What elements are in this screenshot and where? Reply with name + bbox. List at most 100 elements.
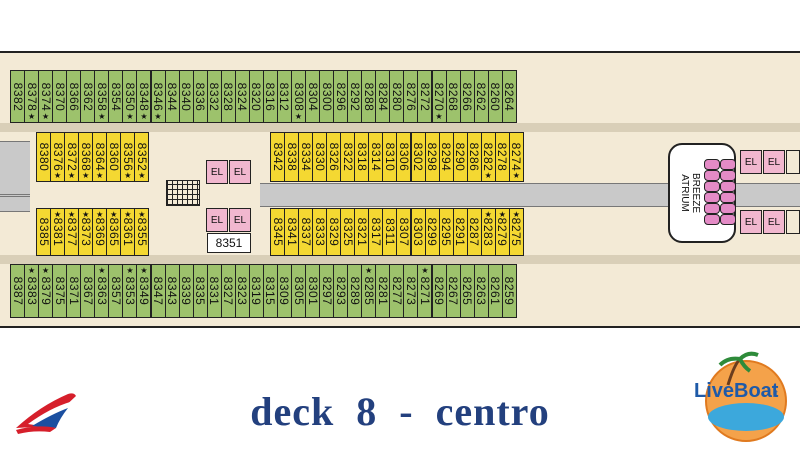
cabin-8382: 8382 [10, 70, 26, 123]
cabin-number: 8379 [38, 276, 53, 306]
balcony-star-icon: ★ [82, 171, 90, 180]
cabin-8287: 8287 [466, 208, 482, 256]
balcony-star-icon: ★ [68, 171, 76, 180]
balcony-star-icon: ★ [435, 112, 443, 121]
atrium-elevator-pod [720, 214, 736, 225]
cabin-8321: 8321 [354, 208, 370, 256]
balcony-star-icon: ★ [421, 266, 429, 275]
cabin-8294: 8294 [438, 132, 454, 182]
cabin-8302: 8302 [410, 132, 426, 182]
cabin-8379: 8379★ [38, 264, 54, 318]
cabin-number: 8273 [403, 276, 418, 306]
cabin-8325: 8325 [340, 208, 356, 256]
liveboat-wordmark: LiveBoat [694, 380, 779, 402]
cabin-number: 8315 [263, 276, 278, 306]
cabin-8370: 8370 [52, 70, 68, 123]
cabin-8343: 8343 [164, 264, 180, 318]
balcony-star-icon: ★ [96, 171, 104, 180]
lane-center [260, 183, 668, 207]
cabin-number: 8301 [305, 276, 320, 306]
cabin-8334: 8334 [298, 132, 314, 182]
cabin-8317: 8317 [368, 208, 384, 256]
balcony-star-icon: ★ [82, 210, 90, 219]
cabin-number: 8334 [298, 142, 313, 172]
balcony-star-icon: ★ [96, 210, 104, 219]
cabin-number: 8276 [403, 82, 418, 111]
cabin-number: 8371 [66, 276, 81, 306]
cabin-number: 8364 [92, 142, 107, 172]
cabin-8305: 8305 [291, 264, 307, 318]
cabin-8372: 8372★ [64, 132, 80, 182]
cabin-8261: 8261 [487, 264, 503, 318]
stairwell-icon [166, 180, 200, 206]
cabin-number: 8311 [382, 218, 397, 246]
cabin-number: 8377 [64, 217, 79, 247]
cabin-number: 8336 [193, 82, 208, 111]
balcony-star-icon: ★ [98, 266, 106, 275]
cabin-8339: 8339 [178, 264, 194, 318]
cabin-8332: 8332 [206, 70, 222, 123]
cabin-number: 8332 [207, 82, 222, 111]
cabin-number: 8372 [64, 142, 79, 172]
cabin-number: 8272 [417, 82, 432, 111]
cabin-number: 8357 [108, 276, 123, 306]
cabin-number: 8312 [277, 82, 292, 111]
cabin-8341: 8341 [284, 208, 300, 256]
cabin-number: 8326 [326, 142, 341, 172]
cabin-8350: 8350★ [122, 70, 138, 123]
cabin-number: 8361 [120, 217, 135, 247]
cabin-8336: 8336 [192, 70, 208, 123]
cabin-number: 8285 [361, 276, 376, 306]
cabin-number: 8260 [488, 82, 503, 111]
cabin-number: 8286 [467, 142, 482, 172]
balcony-star-icon: ★ [42, 266, 50, 275]
balcony-star-icon: ★ [154, 112, 162, 121]
atrium-elevator-pod [704, 214, 720, 225]
cabin-8312: 8312 [276, 70, 292, 123]
cabin-number: 8278 [495, 142, 510, 172]
atrium-elevator-pod [720, 203, 736, 214]
cabin-number: 8347 [151, 276, 166, 306]
cabin-8342: 8342 [270, 132, 286, 182]
cabin-number: 8350 [122, 82, 137, 111]
balcony-star-icon: ★ [138, 171, 146, 180]
cabin-number: 8376 [50, 142, 65, 172]
cabin-8367: 8367 [80, 264, 96, 318]
cabin-8369: 8369★ [92, 208, 108, 256]
cabin-number: 8362 [80, 82, 95, 111]
cabin-8314: 8314 [368, 132, 384, 182]
atrium-elevator-pod [720, 159, 736, 170]
cabin-8275: 8275★ [508, 208, 524, 256]
cabin-8320: 8320 [248, 70, 264, 123]
elevator-2: EL [229, 160, 251, 184]
cabin-8376: 8376★ [50, 132, 66, 182]
cabin-number: 8304 [305, 82, 320, 111]
cabin-number: 8380 [36, 142, 51, 172]
cabin-8262: 8262 [473, 70, 489, 123]
deck-caption: deck 8 - centro [250, 389, 550, 434]
cabin-8274: 8274★ [508, 132, 524, 182]
hull-line-bottom [0, 326, 800, 328]
cabin-number: 8261 [488, 276, 503, 306]
cabin-8345: 8345 [270, 208, 286, 256]
cabin-number: 8316 [263, 82, 278, 111]
cabin-8281: 8281 [375, 264, 391, 318]
cabin-number: 8310 [382, 142, 397, 172]
cabin-number: 8259 [502, 276, 517, 306]
cabin-8385: 8385 [36, 208, 52, 256]
cabin-number: 8266 [460, 82, 475, 111]
atrium-elevator-pod [704, 170, 720, 181]
cabin-number: 8307 [396, 217, 411, 247]
balcony-star-icon: ★ [498, 210, 506, 219]
cabin-number: 8264 [502, 82, 517, 111]
cabin-8279: 8279★ [494, 208, 510, 256]
cabin-number: 8360 [106, 142, 121, 172]
hull-line-top [0, 51, 800, 53]
cabin-number: 8265 [460, 276, 475, 306]
atrium-elevator-pod [720, 181, 736, 192]
cabin-number: 8365 [106, 217, 121, 247]
cabin-number: 8387 [10, 276, 25, 306]
cabin-number: 8323 [235, 276, 250, 306]
cabin-number: 8270 [432, 82, 447, 111]
cabin-8289: 8289 [347, 264, 363, 318]
